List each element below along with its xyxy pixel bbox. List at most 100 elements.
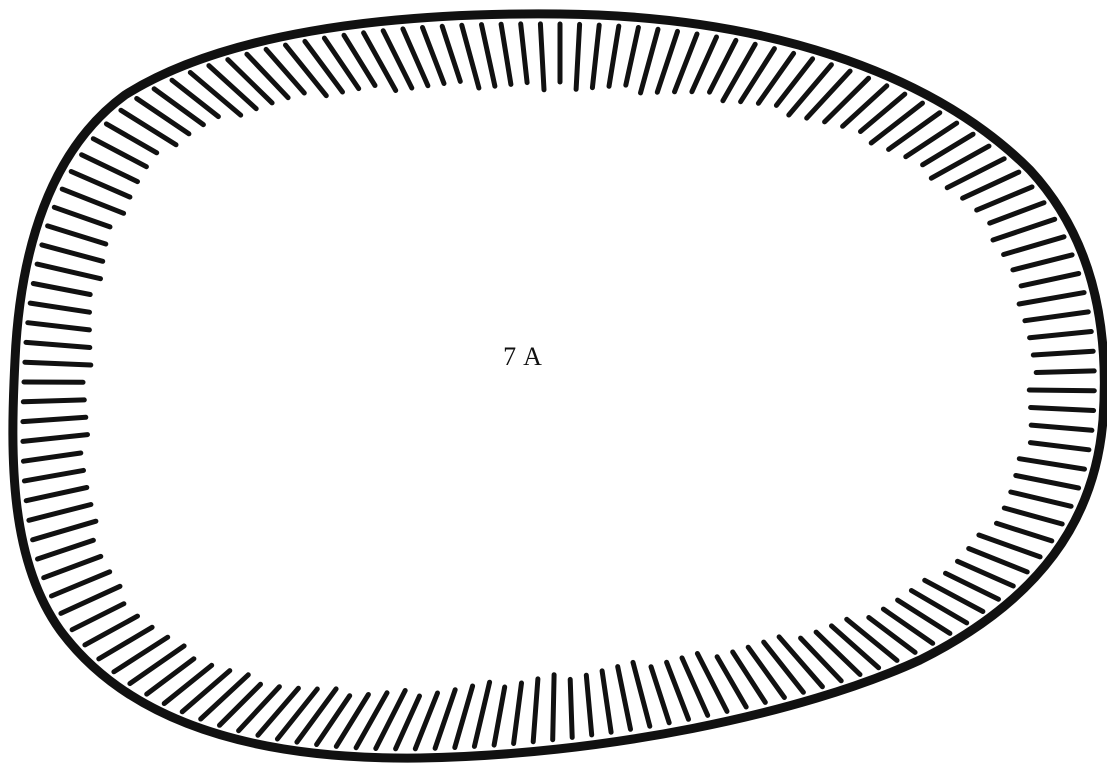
hatch-stroke: [277, 689, 317, 739]
hatch-stroke: [1019, 293, 1084, 304]
hatch-stroke: [38, 540, 94, 559]
hatch-stroke: [435, 690, 455, 749]
hatch-stroke: [779, 637, 822, 687]
hatch-stroke: [592, 25, 599, 88]
hatch-stroke: [847, 619, 897, 660]
hatch-stroke: [533, 679, 538, 742]
hatch-stroke: [29, 505, 91, 521]
hatch-stroke: [871, 103, 922, 143]
hatch-stroke: [305, 41, 343, 92]
hatch-stroke: [911, 591, 966, 623]
hatch-stroke: [48, 226, 106, 244]
hatch-stroke: [801, 638, 842, 681]
hatch-stroke: [807, 71, 850, 118]
hatch-stroke: [33, 284, 90, 295]
hatch-stroke: [1019, 459, 1084, 469]
hatch-stroke: [442, 26, 460, 81]
hatch-stroke: [997, 523, 1052, 541]
hatch-stroke: [898, 600, 950, 633]
hatch-stroke: [25, 362, 91, 365]
hatch-ring: [23, 24, 1094, 749]
hatch-stroke: [23, 435, 88, 442]
hatch-stroke: [748, 647, 784, 697]
hatch-stroke: [209, 66, 256, 109]
hatch-stroke: [521, 24, 527, 83]
hatch-stroke: [1030, 443, 1089, 450]
hatch-stroke: [154, 89, 203, 125]
hatch-stroke: [553, 675, 554, 740]
hatch-stroke: [1033, 351, 1093, 355]
hatch-stroke: [618, 667, 631, 730]
hatch-stroke: [1021, 274, 1079, 286]
hatch-stroke: [609, 26, 619, 86]
hatch-stroke: [570, 679, 572, 737]
hatch-stroke: [1031, 408, 1094, 411]
hatch-stroke: [789, 65, 832, 115]
hatch-stroke: [843, 86, 887, 127]
hatch-stroke: [33, 521, 96, 540]
hatch-stroke: [266, 49, 304, 93]
hatch-stroke: [633, 662, 650, 726]
hatch-stroke: [297, 689, 336, 742]
hatch-stroke: [462, 25, 479, 88]
hatch-stroke: [764, 642, 804, 692]
hatch-stroke: [247, 54, 288, 97]
hatch-stroke: [172, 80, 218, 116]
hatch-stroke: [201, 675, 249, 719]
hatch-stroke: [24, 470, 83, 481]
hatch-stroke: [514, 683, 522, 744]
hatch-stroke: [37, 264, 100, 279]
hatch-stroke: [1004, 508, 1062, 524]
hatch-stroke: [239, 687, 280, 731]
hatch-stroke: [1013, 255, 1072, 270]
hatch-stroke: [228, 60, 272, 103]
hatch-stroke: [990, 203, 1044, 223]
hatch-stroke: [42, 245, 103, 261]
hatch-stroke: [30, 303, 89, 312]
hatch-stroke: [1016, 476, 1079, 489]
hatch-stroke: [474, 682, 489, 746]
hatch-stroke: [1030, 332, 1092, 338]
hatch-stroke: [832, 626, 879, 668]
hatch-stroke: [286, 45, 327, 96]
hatch-stroke: [23, 400, 84, 402]
hatch-stroke: [258, 688, 299, 735]
hatch-stroke: [182, 671, 230, 712]
hatch-stroke: [1036, 371, 1094, 373]
hatch-stroke: [651, 667, 669, 723]
hatch-stroke: [889, 113, 940, 150]
hatch-stroke: [54, 207, 110, 227]
hatch-stroke: [44, 556, 101, 577]
hatch-stroke: [190, 73, 240, 116]
hatch-stroke: [1029, 390, 1094, 391]
hatch-stroke: [1011, 492, 1071, 506]
hatch-stroke: [455, 686, 473, 748]
hatch-stroke: [501, 24, 511, 84]
hatch-stroke: [861, 94, 905, 131]
hatch-stroke: [869, 618, 915, 653]
hatch-stroke: [602, 671, 611, 732]
region-label: 7 A: [503, 342, 543, 372]
hatch-stroke: [324, 38, 358, 89]
hatch-stroke: [816, 632, 860, 674]
hatch-stroke: [494, 687, 505, 745]
hatch-stroke: [657, 31, 677, 92]
hatch-stroke: [23, 417, 86, 421]
hatch-stroke: [23, 453, 80, 461]
hatch-stroke: [164, 665, 212, 703]
hatch-stroke: [26, 488, 87, 501]
hatch-stroke: [1004, 237, 1064, 255]
hatch-stroke: [26, 342, 90, 347]
hatch-stroke: [540, 24, 544, 90]
hatch-stroke: [137, 99, 189, 134]
hatch-stroke: [220, 684, 261, 725]
hatch-stroke: [883, 609, 932, 643]
hatch-stroke: [641, 29, 659, 93]
hatch-stroke: [482, 25, 495, 87]
hatch-stroke: [993, 219, 1055, 240]
hatch-stroke: [586, 675, 591, 735]
hatch-stroke: [576, 24, 580, 89]
hatch-stroke: [626, 28, 639, 86]
hatch-stroke: [28, 323, 90, 330]
